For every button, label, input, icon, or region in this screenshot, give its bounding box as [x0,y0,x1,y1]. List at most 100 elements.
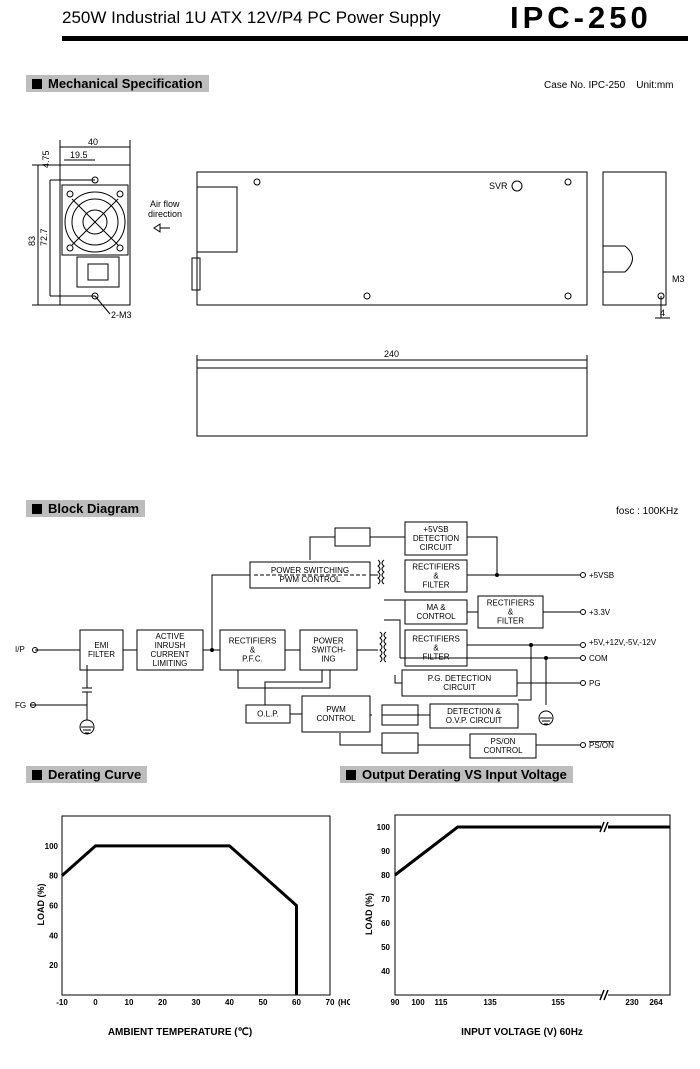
block-label: LIMITING [153,659,188,668]
airflow-label-2: direction [148,209,182,219]
terminal-33v: +3.3V [589,608,611,617]
block-label: P.G. DETECTION [428,674,492,683]
section-mechanical: Mechanical Specification [26,75,209,92]
terminal-com: COM [589,654,608,663]
block-det-ovp: DETECTION &O.V.P. CIRCUIT [429,703,519,729]
dim-width: 40 [88,137,98,147]
plot-frame [61,815,331,996]
plot-frame [394,814,671,996]
block-label: SWITCH- [311,646,346,655]
block-label: CONTROL [416,612,456,621]
block-label: FILTER [423,653,450,662]
block-label: CURRENT [150,650,189,659]
derating-chart: 20406080100-10010203040506070(HORIZONTAL… [36,815,350,1038]
section-block-label: Block Diagram [48,501,140,516]
y-tick-label: 60 [49,902,58,911]
block-olp: O.L.P. [245,704,291,724]
block-label: POWER SWITCHING [271,566,349,575]
block-label: RECTIFIERS [229,637,277,646]
block-label: RECTIFIERS [412,635,460,644]
terminal-pg: PG [589,679,601,688]
dim-four: 4 [660,308,665,318]
y-tick-label: 50 [381,943,390,952]
section-mechanical-label: Mechanical Specification [48,76,203,91]
block-label: & [433,572,439,581]
x-axis-label: AMBIENT TEMPERATURE (℃) [108,1027,252,1038]
y-axis-label: LOAD (%) [36,884,46,926]
optocoupler-icon [381,704,419,726]
x-tick-label: 135 [483,998,497,1007]
y-tick-label: 100 [377,823,391,832]
x-tick-label: 155 [551,998,565,1007]
block-rf33: RECTIFIERS&FILTER [477,595,544,629]
x-tick-label: 70 [326,998,335,1007]
terminal-fg: FG [15,701,26,710]
block-label: & [250,646,256,655]
y-axis-label: LOAD (%) [364,893,374,935]
square-bullet-icon [346,770,356,780]
block-label: PS/ON [491,737,516,746]
block-label: CONTROL [316,714,356,723]
y-tick-label: 100 [45,842,59,851]
terminal-ip: I/P [15,645,25,654]
y-tick-label: 90 [381,847,390,856]
block-label: PWM CONTROL [280,575,341,584]
x-tick-label: 264 [649,998,663,1007]
bottom-view-outline [196,367,588,437]
block-label: O.L.P. [257,710,279,719]
block-label: & [508,608,514,617]
airflow-label-1: Air flow [150,199,180,209]
y-tick-label: 80 [49,872,58,881]
document-title: 250W Industrial 1U ATX 12V/P4 PC Power S… [62,8,441,27]
dim-screw: 2-M3 [111,310,132,320]
section-derating-label: Derating Curve [48,767,142,782]
axis-break-icon [599,821,609,833]
case-note: Case No. IPC-250 Unit:mm [544,80,674,91]
block-label: FILTER [88,650,115,659]
x-tick-label: -10 [56,998,68,1007]
block-label: FILTER [423,581,450,590]
block-label: DETECTION [413,534,459,543]
block-label: ING [321,655,335,664]
block-label: RECTIFIERS [412,563,460,572]
block-label: EMI [94,641,108,650]
block-label: P.F.C. [242,655,263,664]
dim-offset: 19.5 [70,150,88,160]
ac-inlet-icon [76,256,120,288]
x-tick-label: 90 [391,998,400,1007]
series-line [394,825,670,877]
optocoupler-icon [334,527,371,547]
dim-height: 83 [27,236,37,246]
block-label: CONTROL [483,746,523,755]
mechanical-drawing: 40 19.5 4.75 83 72.7 2-M3 Air flow direc… [27,137,685,437]
series-line [61,844,298,995]
side-view-outline [602,171,667,306]
block-label: POWER [313,637,343,646]
block-rfmain: RECTIFIERS&FILTER [404,629,468,667]
ground-icon [538,710,554,726]
section-output-label: Output Derating VS Input Voltage [362,767,567,782]
block-label: DETECTION & [447,707,501,716]
x-tick-label: 20 [158,998,167,1007]
y-tick-label: 20 [49,961,58,970]
x-tick-label: 230 [625,998,639,1007]
y-tick-label: 70 [381,895,390,904]
fan-grille-icon [64,191,126,253]
block-diagram: EMIFILTERACTIVEINRUSHCURRENTLIMITINGRECT… [15,521,657,759]
x-extra-label: (HORIZONTAL) [338,998,350,1007]
x-tick-label: 50 [259,998,268,1007]
dim-top: 4.75 [41,150,51,168]
fosc-label: fosc : 100KHz [616,506,679,517]
x-axis-label: INPUT VOLTAGE (V) 60Hz [461,1027,583,1038]
section-output-derating: Output Derating VS Input Voltage [340,766,573,783]
y-tick-label: 80 [381,871,390,880]
model-number: IPC-250 [510,0,652,35]
block-label: ACTIVE [156,632,185,641]
square-bullet-icon [32,504,42,514]
